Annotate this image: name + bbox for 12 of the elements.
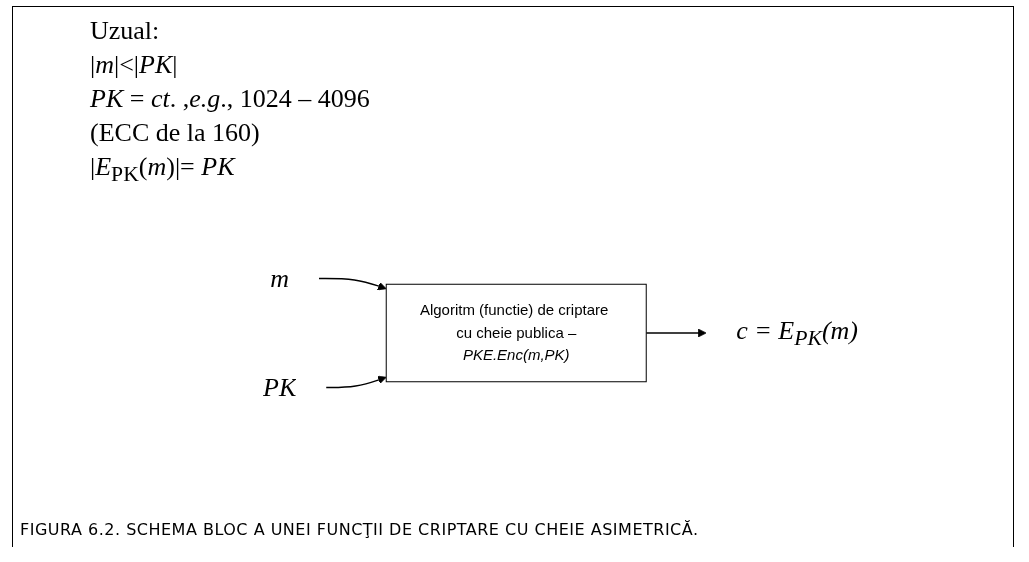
arrow: [325, 375, 387, 388]
heading-text: Uzual:: [90, 15, 161, 47]
formula-text: (ECC de la 160): [90, 117, 261, 149]
formula-text: PK = ct. ,e.g., 1024 – 4096: [90, 83, 370, 115]
formula-text: |E$_{PK}$(m)|= PK: [90, 151, 237, 189]
figure-caption: FIGURA 6.2. SCHEMA BLOC A UNEI FUNCŢII DE CRIPTARE CU CHEIE ASIMETRICĂ.: [20, 520, 699, 539]
node-box: Algoritm (functie) de criptare cu cheie publica – PKE.Enc(m,PK): [385, 283, 647, 382]
arrow: [645, 328, 707, 337]
node-text: c = E$_{PK}$(m): [735, 315, 858, 350]
arrow: [317, 277, 387, 290]
formula-text: |m|<|PK|: [90, 49, 179, 81]
node-text: m: [269, 263, 289, 293]
